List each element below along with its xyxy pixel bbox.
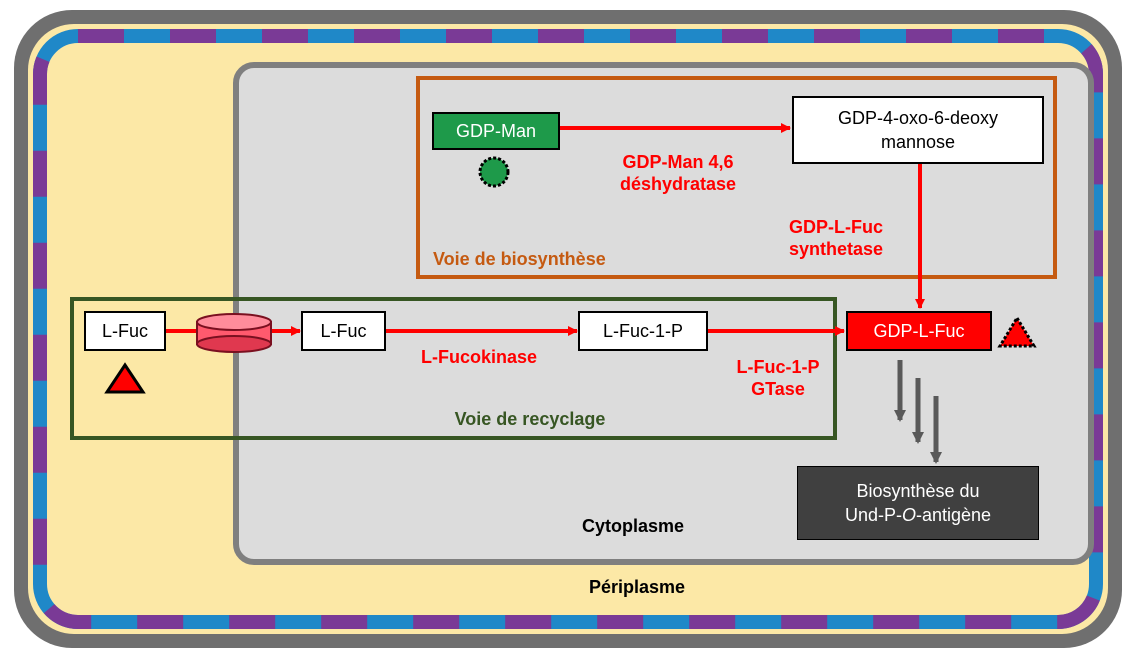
enzyme-synthetase: GDP-L-Fuc synthetase <box>771 216 901 260</box>
gdp-lfuc-c: -Fuc <box>928 321 965 341</box>
gdp-lfuc-b: L <box>918 321 929 341</box>
dehydratase-line1: GDP-Man 4,6 <box>622 152 734 172</box>
lfuc-in-suffix: -Fuc <box>330 321 367 341</box>
inner-membrane-purple <box>33 29 1103 629</box>
undp-line2-a: Und-P- <box>844 505 902 525</box>
red-triangle-dotted-icon <box>997 315 1037 348</box>
node-lfuc1p: L-Fuc-1-P <box>578 311 708 351</box>
dehydratase-line2: déshydratase <box>619 174 737 194</box>
fucokinase-a: L <box>420 347 432 367</box>
node-gdp-man-label: GDP-Man <box>455 121 536 141</box>
synthetase-line1-b: L <box>834 217 845 237</box>
node-gdp-lfuc: GDP-L-Fuc <box>846 311 992 351</box>
lfuc-out-prefix: L <box>101 321 112 341</box>
membrane-transporter-icon <box>196 313 272 353</box>
gtase-line2: GTase <box>751 379 805 399</box>
biosynthesis-frame <box>416 76 1057 279</box>
red-triangle-icon <box>104 362 146 394</box>
lfuc1p-suffix: -Fuc-1-P <box>613 321 684 341</box>
node-lfuc-outside: L-Fuc <box>84 311 166 351</box>
cytoplasm-label: Cytoplasme <box>581 516 685 536</box>
undp-line1: Biosynthèse du <box>856 481 980 501</box>
node-undp-oantigen: Biosynthèse du Und-P-O-antigène <box>797 466 1039 540</box>
node-gdp-oxo-line2: mannose <box>880 132 956 152</box>
recycling-pathway-label: Voie de recyclage <box>454 409 606 429</box>
fucokinase-b: -Fucokinase <box>431 347 538 367</box>
enzyme-gtase: L-Fuc-1-P GTase <box>713 356 843 400</box>
synthetase-line1-a: GDP- <box>789 217 834 237</box>
node-gdp-man: GDP-Man <box>432 112 560 150</box>
gtase-line1-b: -Fuc-1-P <box>747 357 820 377</box>
recycling-frame <box>70 297 837 440</box>
biosynthesis-pathway-label: Voie de biosynthèse <box>433 249 606 269</box>
lfuc-in-prefix: L <box>320 321 331 341</box>
periplasm-label: Périplasme <box>588 577 686 597</box>
undp-line2-b: O <box>901 505 916 525</box>
lfuc1p-prefix: L <box>602 321 613 341</box>
node-gdp-oxo-line1: GDP-4-oxo-6-deoxy <box>837 108 999 128</box>
synthetase-line2: synthetase <box>788 239 884 259</box>
enzyme-dehydratase: GDP-Man 4,6 déshydratase <box>578 151 778 195</box>
enzyme-fucokinase: L-Fucokinase <box>389 346 569 368</box>
green-circle-icon <box>478 156 510 188</box>
node-lfuc-inside: L-Fuc <box>301 311 386 351</box>
node-gdp-oxo: GDP-4-oxo-6-deoxy mannose <box>792 96 1044 164</box>
undp-line2-c: -antigène <box>915 505 992 525</box>
gdp-lfuc-a: GDP- <box>873 321 919 341</box>
gtase-line1-a: L <box>736 357 748 377</box>
synthetase-line1-c: -Fuc <box>845 217 883 237</box>
lfuc-out-suffix: -Fuc <box>112 321 148 341</box>
